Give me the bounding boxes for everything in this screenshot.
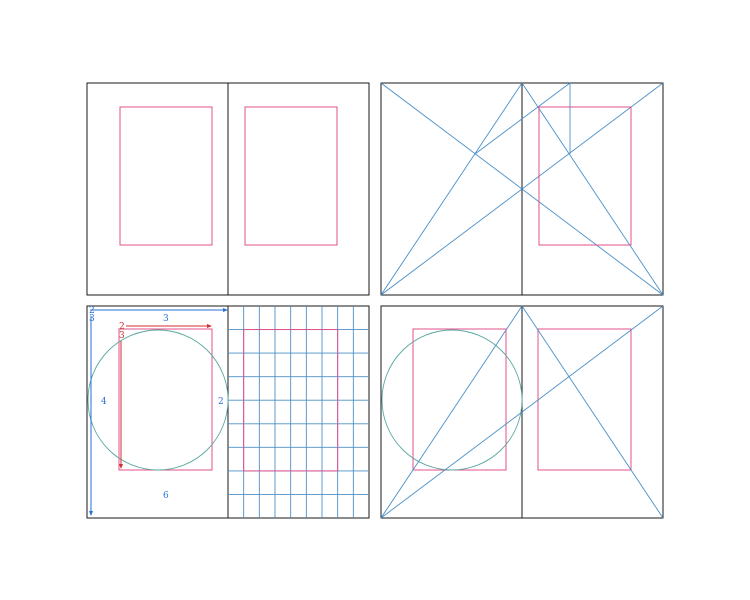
construction-circle — [381, 329, 523, 471]
text-block-right — [244, 106, 338, 246]
label-left-inner-red: 3 — [119, 331, 125, 341]
spread-diagonal — [380, 82, 664, 296]
panel-circle-construction — [380, 305, 664, 519]
text-block-left — [118, 328, 213, 471]
arrowhead-icon — [207, 324, 212, 328]
label-right-mid: 2 — [218, 397, 224, 407]
construction-line — [474, 82, 571, 155]
arrowhead-icon — [223, 308, 228, 312]
label-left-mid: 4 — [101, 397, 107, 407]
dimension-lines-red — [119, 324, 212, 469]
dimension-lines-blue — [89, 308, 228, 516]
panel-diagonals — [380, 82, 664, 296]
label-top-inner-red: 2 — [119, 322, 125, 332]
spread-diagonal — [380, 305, 664, 519]
construction-circle — [87, 329, 229, 471]
text-block-left — [119, 106, 213, 246]
text-block-right — [538, 106, 632, 246]
page-diagonal — [380, 82, 523, 296]
label-top-inner: 3 — [163, 314, 169, 324]
label-bottom-mid: 6 — [163, 491, 169, 501]
page-diagonal — [521, 82, 664, 296]
text-block-right — [243, 329, 339, 472]
label-top-outer: 2 — [89, 306, 95, 316]
page-diagonal — [521, 305, 664, 519]
page-diagonal — [380, 305, 523, 519]
panel-ratio-grid: 2 3 3 2 3 4 2 6 — [86, 305, 370, 519]
arrowhead-icon — [119, 464, 123, 469]
grid-lines — [228, 306, 369, 518]
label-left-outer: 3 — [89, 314, 95, 324]
panel-text-blocks — [86, 82, 370, 296]
arrowhead-icon — [89, 511, 93, 516]
